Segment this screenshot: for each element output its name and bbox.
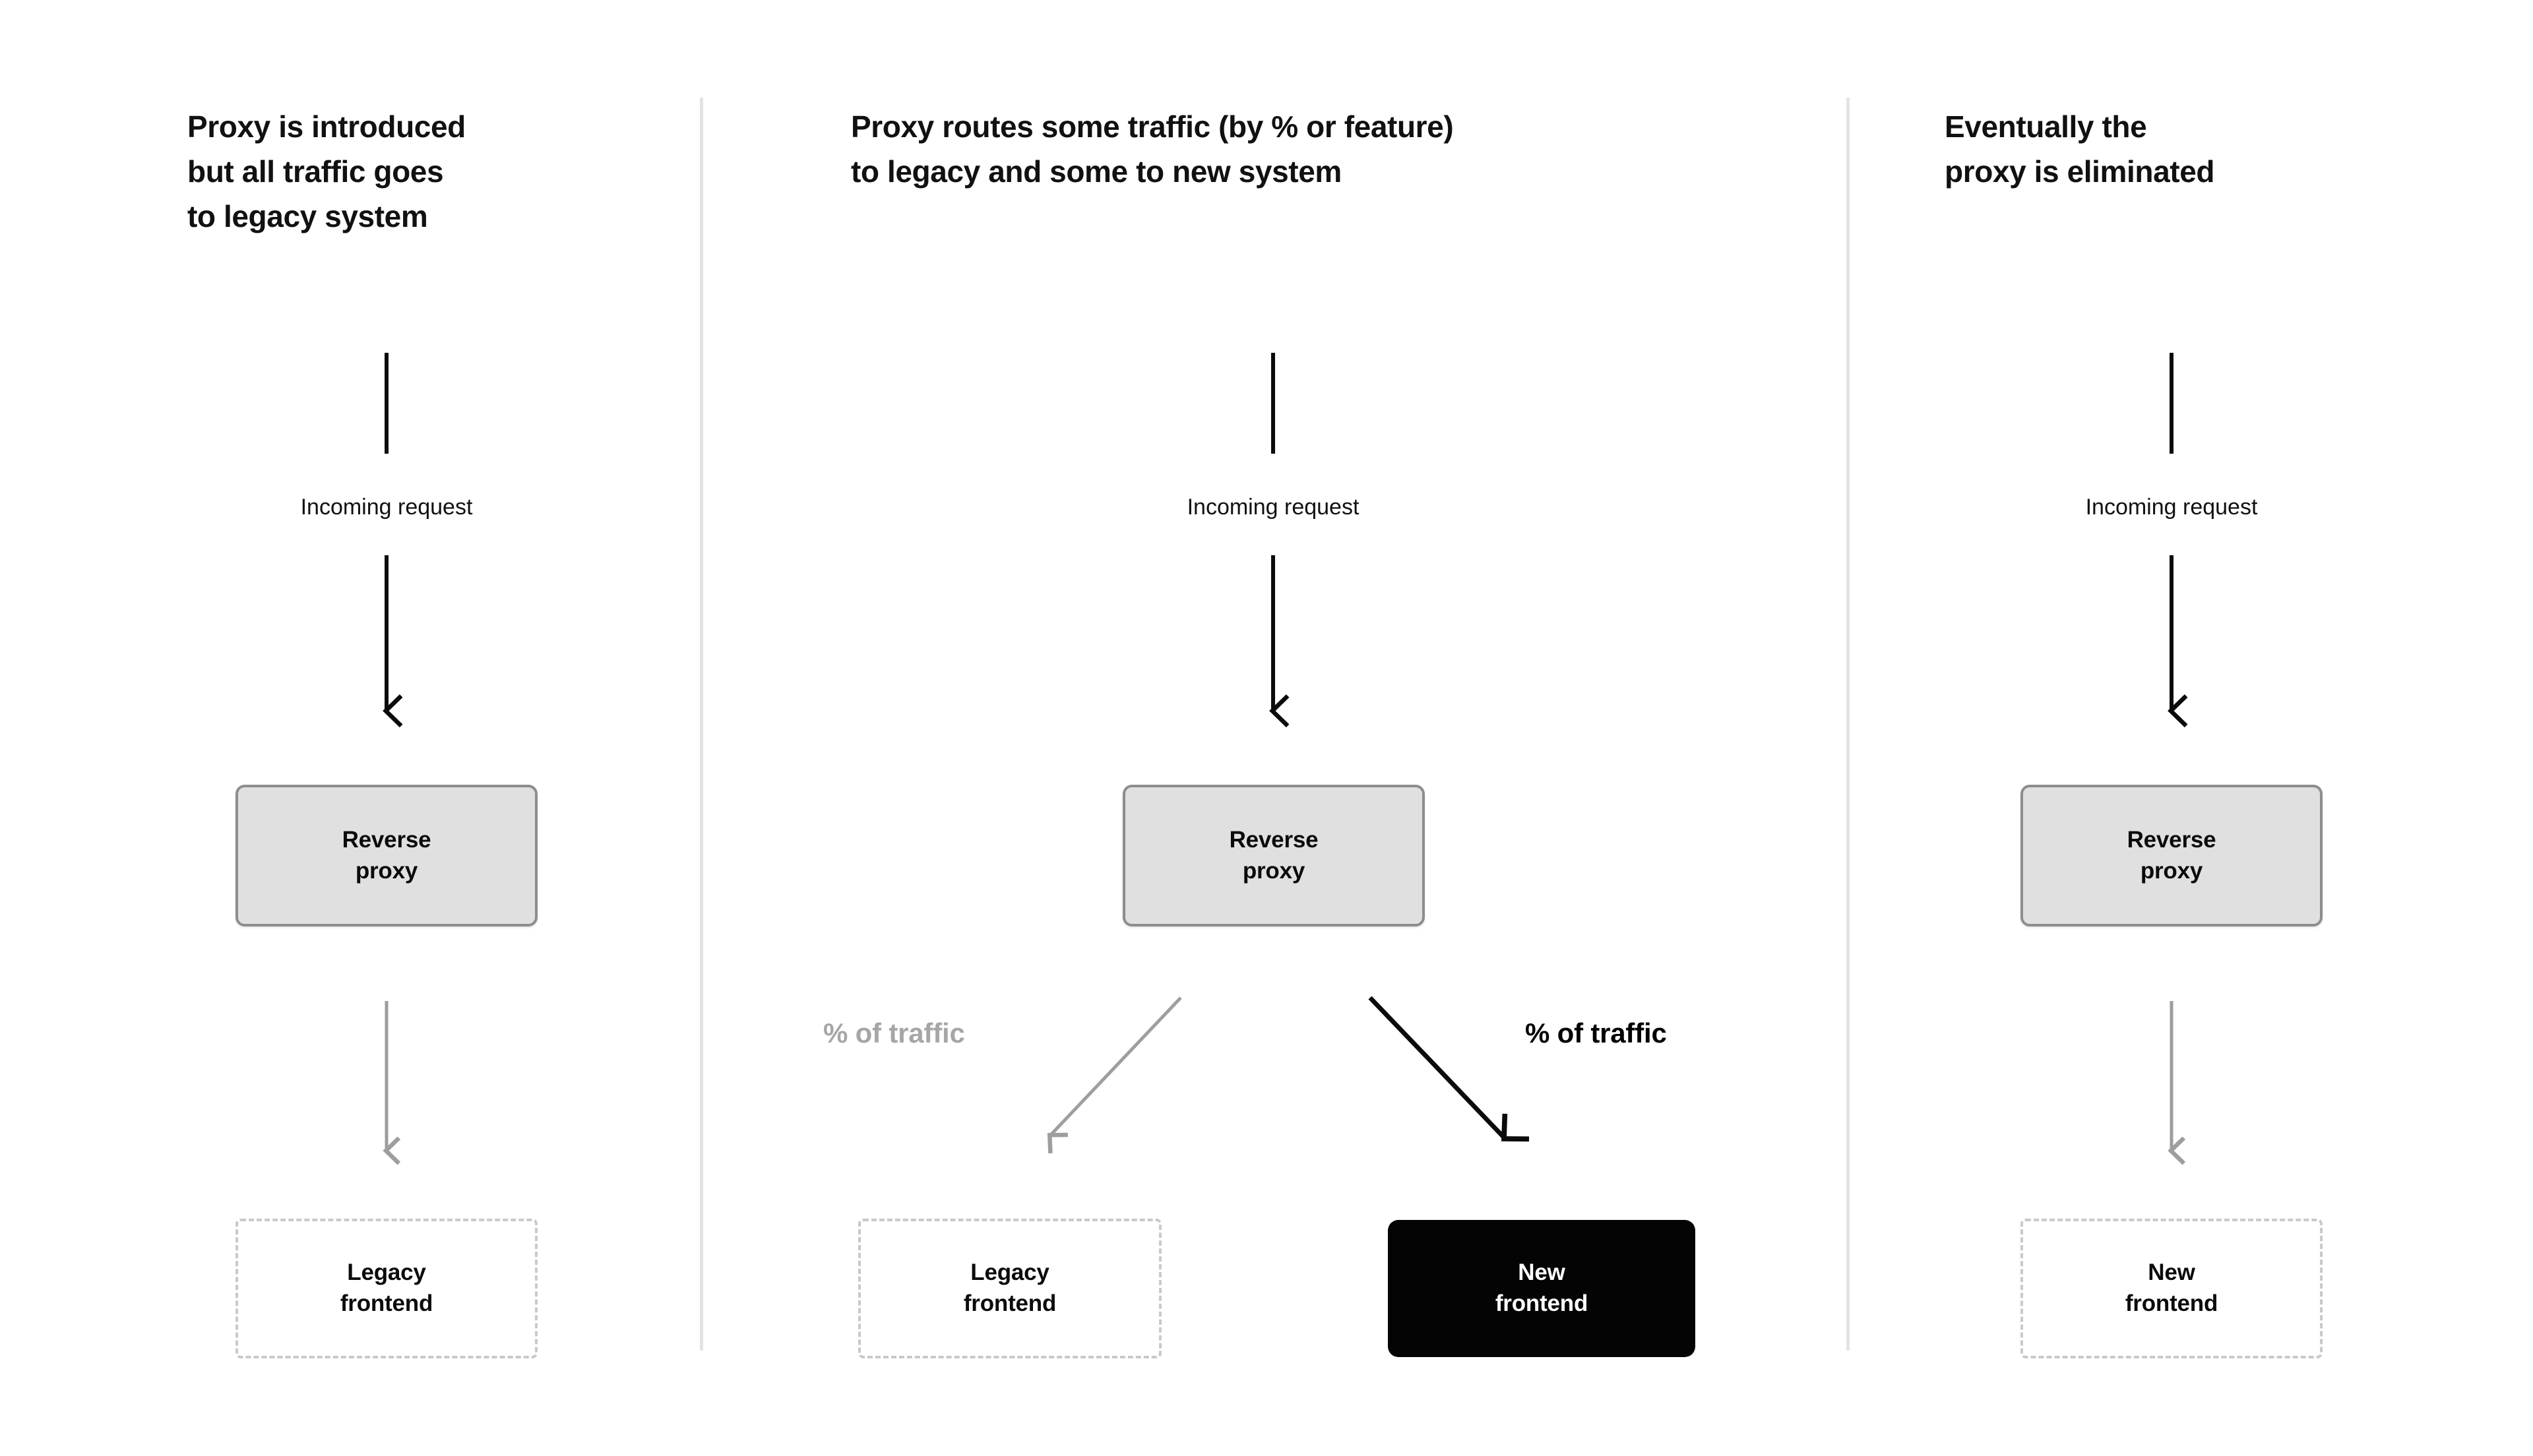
- node-legacy-frontend-panel-1[interactable]: Legacy frontend: [235, 1219, 538, 1358]
- traffic-label-legacy-panel-2: % of traffic: [823, 1017, 965, 1048]
- node-new-frontend-panel-2[interactable]: New frontend: [1388, 1220, 1695, 1357]
- arrow-proxy-to-legacy-panel-2: [1050, 996, 1182, 1136]
- node-legacy-frontend-panel-2[interactable]: Legacy frontend: [858, 1219, 1162, 1358]
- panel-title-1: Proxy is introduced but all traffic goes…: [187, 109, 466, 234]
- node-reverse-proxy-panel-1[interactable]: Reverse proxy: [235, 785, 538, 926]
- node-reverse-proxy-panel-2[interactable]: Reverse proxy: [1123, 785, 1425, 926]
- node-new-frontend-panel-3[interactable]: New frontend: [2020, 1219, 2323, 1358]
- incoming-request-label-panel-2: Incoming request: [1187, 495, 1360, 520]
- panel-title-2: Proxy routes some traffic (by % or featu…: [851, 109, 1454, 189]
- panel-divider-1: [700, 98, 703, 1350]
- incoming-request-label-panel-1: Incoming request: [300, 495, 473, 520]
- panel-divider-2: [1846, 98, 1850, 1350]
- incoming-request-label-panel-3: Incoming request: [2085, 495, 2258, 520]
- panel-title-3: Eventually the proxy is eliminated: [1945, 109, 2215, 189]
- traffic-label-new-panel-2: % of traffic: [1525, 1017, 1667, 1048]
- node-reverse-proxy-panel-3[interactable]: Reverse proxy: [2020, 785, 2323, 926]
- arrow-proxy-to-new-panel-2: [1368, 996, 1530, 1142]
